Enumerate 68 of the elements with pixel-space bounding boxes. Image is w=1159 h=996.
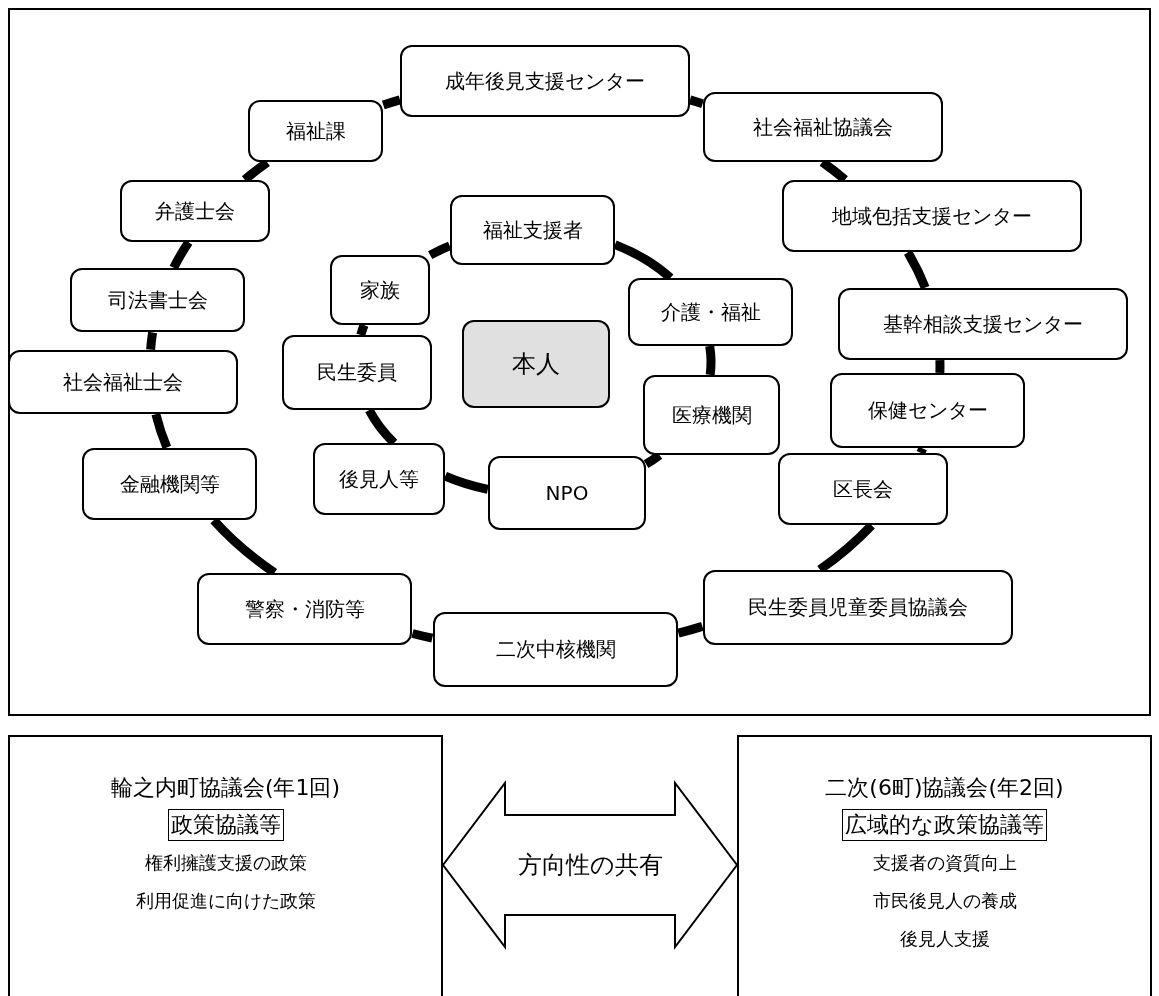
organization-box — [628, 278, 793, 346]
organization-box — [82, 448, 257, 520]
ring-connector — [146, 331, 158, 350]
box-label: 本人 — [512, 349, 560, 380]
organization-box — [282, 335, 432, 410]
organization-box — [703, 92, 943, 162]
organization-box — [8, 350, 238, 414]
box-label: 警察・消防等 — [244, 595, 365, 623]
box-label: 二次中核機関 — [495, 636, 616, 663]
box-label: NPO — [545, 481, 589, 505]
ring-connector — [935, 360, 945, 373]
box-label: 民生委員 — [317, 359, 397, 386]
ring-connector — [356, 323, 369, 337]
ring-connector — [411, 629, 434, 643]
list-item: 市民後見人の養成 — [872, 889, 1017, 913]
box-label: 社会福祉士会 — [63, 368, 183, 396]
box-label: 成年後見支援センター — [445, 67, 645, 95]
council-panel — [737, 735, 1152, 996]
organization-box — [433, 612, 678, 687]
list-item: 利用促進に向けた政策 — [135, 889, 316, 913]
ring-connector — [677, 622, 704, 638]
framed-subheading: 広域的な政策協議等 — [842, 809, 1047, 841]
ring-connector — [428, 241, 452, 260]
list-item: 後見人支援 — [899, 927, 990, 951]
person-box — [462, 320, 610, 408]
organization-box — [400, 45, 690, 117]
ring-connector — [443, 472, 489, 494]
box-label: 福祉支援者 — [482, 216, 583, 244]
box-label: 保健センター — [867, 397, 988, 424]
organization-box — [197, 573, 412, 645]
organization-box — [830, 373, 1025, 448]
box-label: 介護・福祉 — [660, 298, 761, 326]
list-item: 権利擁護支援の政策 — [144, 851, 307, 875]
ring-connector — [151, 413, 172, 450]
ring-connector — [169, 239, 193, 270]
organization-box — [782, 180, 1082, 252]
organization-box — [313, 443, 445, 515]
organization-box — [643, 375, 780, 455]
framed-subheading: 政策協議等 — [167, 809, 284, 841]
box-label: 司法書士会 — [107, 286, 208, 314]
organization-box — [248, 100, 383, 162]
organization-box — [778, 453, 948, 525]
panel-heading: 二次(6町)協議会(年2回) — [825, 774, 1064, 802]
ring-connector — [705, 345, 716, 376]
box-label: 民生委員児童委員協議会 — [748, 594, 968, 621]
organization-box — [488, 456, 646, 530]
box-label: 金融機関等 — [119, 470, 220, 498]
ring-connector — [904, 250, 930, 290]
organization-box — [450, 195, 615, 265]
council-panel — [8, 735, 443, 996]
panel-heading: 輪之内町協議会(年1回) — [110, 774, 341, 802]
organization-box — [838, 288, 1128, 360]
box-label: 医療機関 — [671, 401, 752, 429]
organization-box — [120, 180, 270, 242]
organization-box — [330, 255, 430, 325]
box-label: 区長会 — [833, 475, 893, 503]
ring-connector — [381, 95, 402, 110]
box-label: 地域包括支援センター — [832, 202, 1032, 230]
box-label: 社会福祉協議会 — [753, 113, 893, 141]
list-item: 支援者の資質向上 — [872, 851, 1017, 875]
ring-connector — [688, 95, 704, 108]
box-label: 基幹相談支援センター — [883, 310, 1083, 338]
organization-box — [70, 268, 245, 332]
box-label: 福祉課 — [285, 117, 346, 145]
organization-box — [703, 570, 1013, 645]
box-label: 後見人等 — [339, 465, 419, 493]
box-label: 家族 — [360, 276, 400, 304]
box-label: 弁護士会 — [155, 197, 235, 225]
